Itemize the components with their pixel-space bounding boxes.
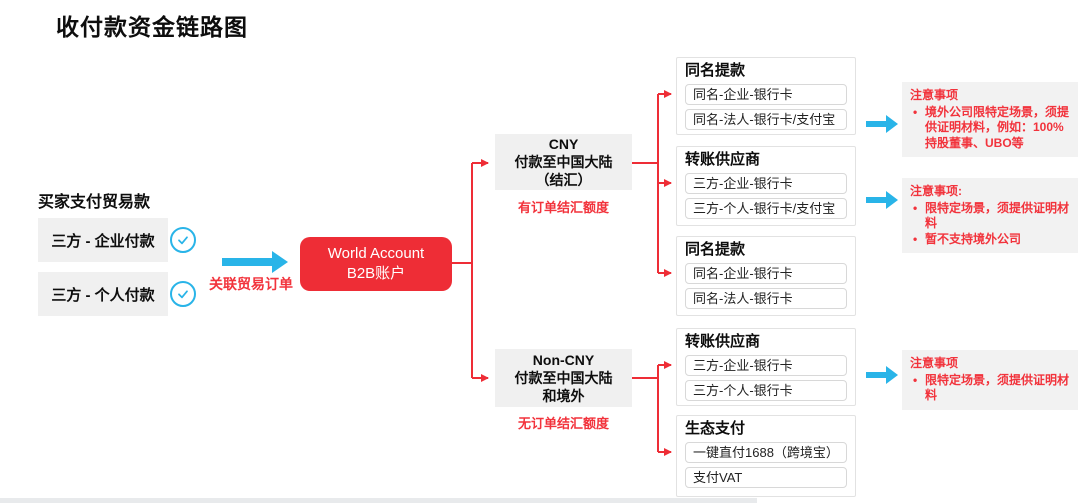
option-personal-payment: 三方 - 个人付款: [38, 272, 168, 316]
group-title: 同名提款: [685, 241, 746, 258]
list-item: 同名-企业-银行卡: [685, 84, 847, 105]
group-title: 转账供应商: [685, 151, 761, 168]
list-item: 同名-企业-银行卡: [685, 263, 847, 284]
node-line: 付款至中国大陆: [514, 369, 613, 386]
group-title: 转账供应商: [685, 333, 761, 350]
node-line: （结汇）: [535, 172, 592, 189]
group-transfer-supplier-1: 转账供应商 三方-企业-银行卡 三方-个人-银行卡/支付宝: [676, 146, 856, 226]
account-line: World Account: [327, 244, 425, 262]
note-3: 注意事项 限特定场景，须提供证明材料: [902, 350, 1078, 410]
check-icon: [170, 227, 196, 253]
page-title: 收付款资金链路图: [56, 14, 248, 40]
group-transfer-supplier-2: 转账供应商 三方-企业-银行卡 三方-个人-银行卡: [676, 328, 856, 406]
cny-quota-note: 有订单结汇额度: [517, 200, 609, 215]
arrow-right-icon: [866, 191, 898, 209]
option-label: 三方 - 企业付款: [51, 232, 155, 250]
group-title: 同名提款: [685, 62, 746, 79]
list-item: 支付VAT: [685, 467, 847, 488]
group-same-name-withdrawal-1: 同名提款 同名-企业-银行卡 同名-法人-银行卡/支付宝: [676, 57, 856, 135]
noncny-node: Non-CNY 付款至中国大陆 和境外: [495, 349, 632, 407]
note-bullet: 限特定场景，须提供证明材料: [910, 201, 1070, 232]
group-title: 生态支付: [685, 420, 746, 437]
group-ecosystem-payment: 生态支付 一键直付1688（跨境宝） 支付VAT: [676, 415, 856, 497]
list-item: 三方-企业-银行卡: [685, 355, 847, 376]
list-item: 同名-法人-银行卡: [685, 288, 847, 309]
list-item: 三方-企业-银行卡: [685, 173, 847, 194]
list-item: 三方-个人-银行卡/支付宝: [685, 198, 847, 219]
account-branch-line: [452, 163, 473, 378]
note-1: 注意事项 境外公司限特定场景，须提供证明材料，例如：100%持股董事、UBO等: [902, 82, 1078, 158]
note-title: 注意事项:: [910, 184, 962, 198]
noncny-branch-line: [632, 365, 659, 452]
note-2: 注意事项: 限特定场景，须提供证明材料 暂不支持境外公司: [902, 178, 1078, 254]
note-bullet: 境外公司限特定场景，须提供证明材料，例如：100%持股董事、UBO等: [910, 105, 1070, 152]
cny-branch-line: [632, 94, 659, 273]
note-bullet: 限特定场景，须提供证明材料: [910, 373, 1070, 404]
slide-bottom-edge: [0, 498, 757, 503]
link-trade-order-label: 关联贸易订单: [209, 276, 293, 292]
world-account-node: World Account B2B账户: [300, 237, 452, 291]
arrow-right-icon: [866, 366, 898, 384]
node-line: 付款至中国大陆: [514, 153, 613, 170]
check-icon: [170, 281, 196, 307]
buyer-payment-heading: 买家支付贸易款: [38, 194, 151, 211]
list-item: 一键直付1688（跨境宝）: [685, 442, 847, 463]
noncny-quota-note: 无订单结汇额度: [517, 416, 609, 431]
list-item: 三方-个人-银行卡: [685, 380, 847, 401]
note-title: 注意事项: [910, 88, 959, 102]
option-label: 三方 - 个人付款: [51, 286, 155, 304]
list-item: 同名-法人-银行卡/支付宝: [685, 109, 847, 130]
option-corporate-payment: 三方 - 企业付款: [38, 218, 168, 262]
arrow-right-icon: [222, 251, 288, 273]
node-line: CNY: [548, 135, 579, 152]
account-line: B2B账户: [346, 265, 406, 282]
node-line: Non-CNY: [532, 351, 595, 368]
cny-node: CNY 付款至中国大陆 （结汇）: [495, 134, 632, 190]
node-line: 和境外: [542, 388, 585, 405]
note-title: 注意事项: [910, 356, 959, 370]
group-same-name-withdrawal-2: 同名提款 同名-企业-银行卡 同名-法人-银行卡: [676, 236, 856, 316]
note-bullet: 暂不支持境外公司: [910, 232, 1070, 248]
arrow-right-icon: [866, 115, 898, 133]
